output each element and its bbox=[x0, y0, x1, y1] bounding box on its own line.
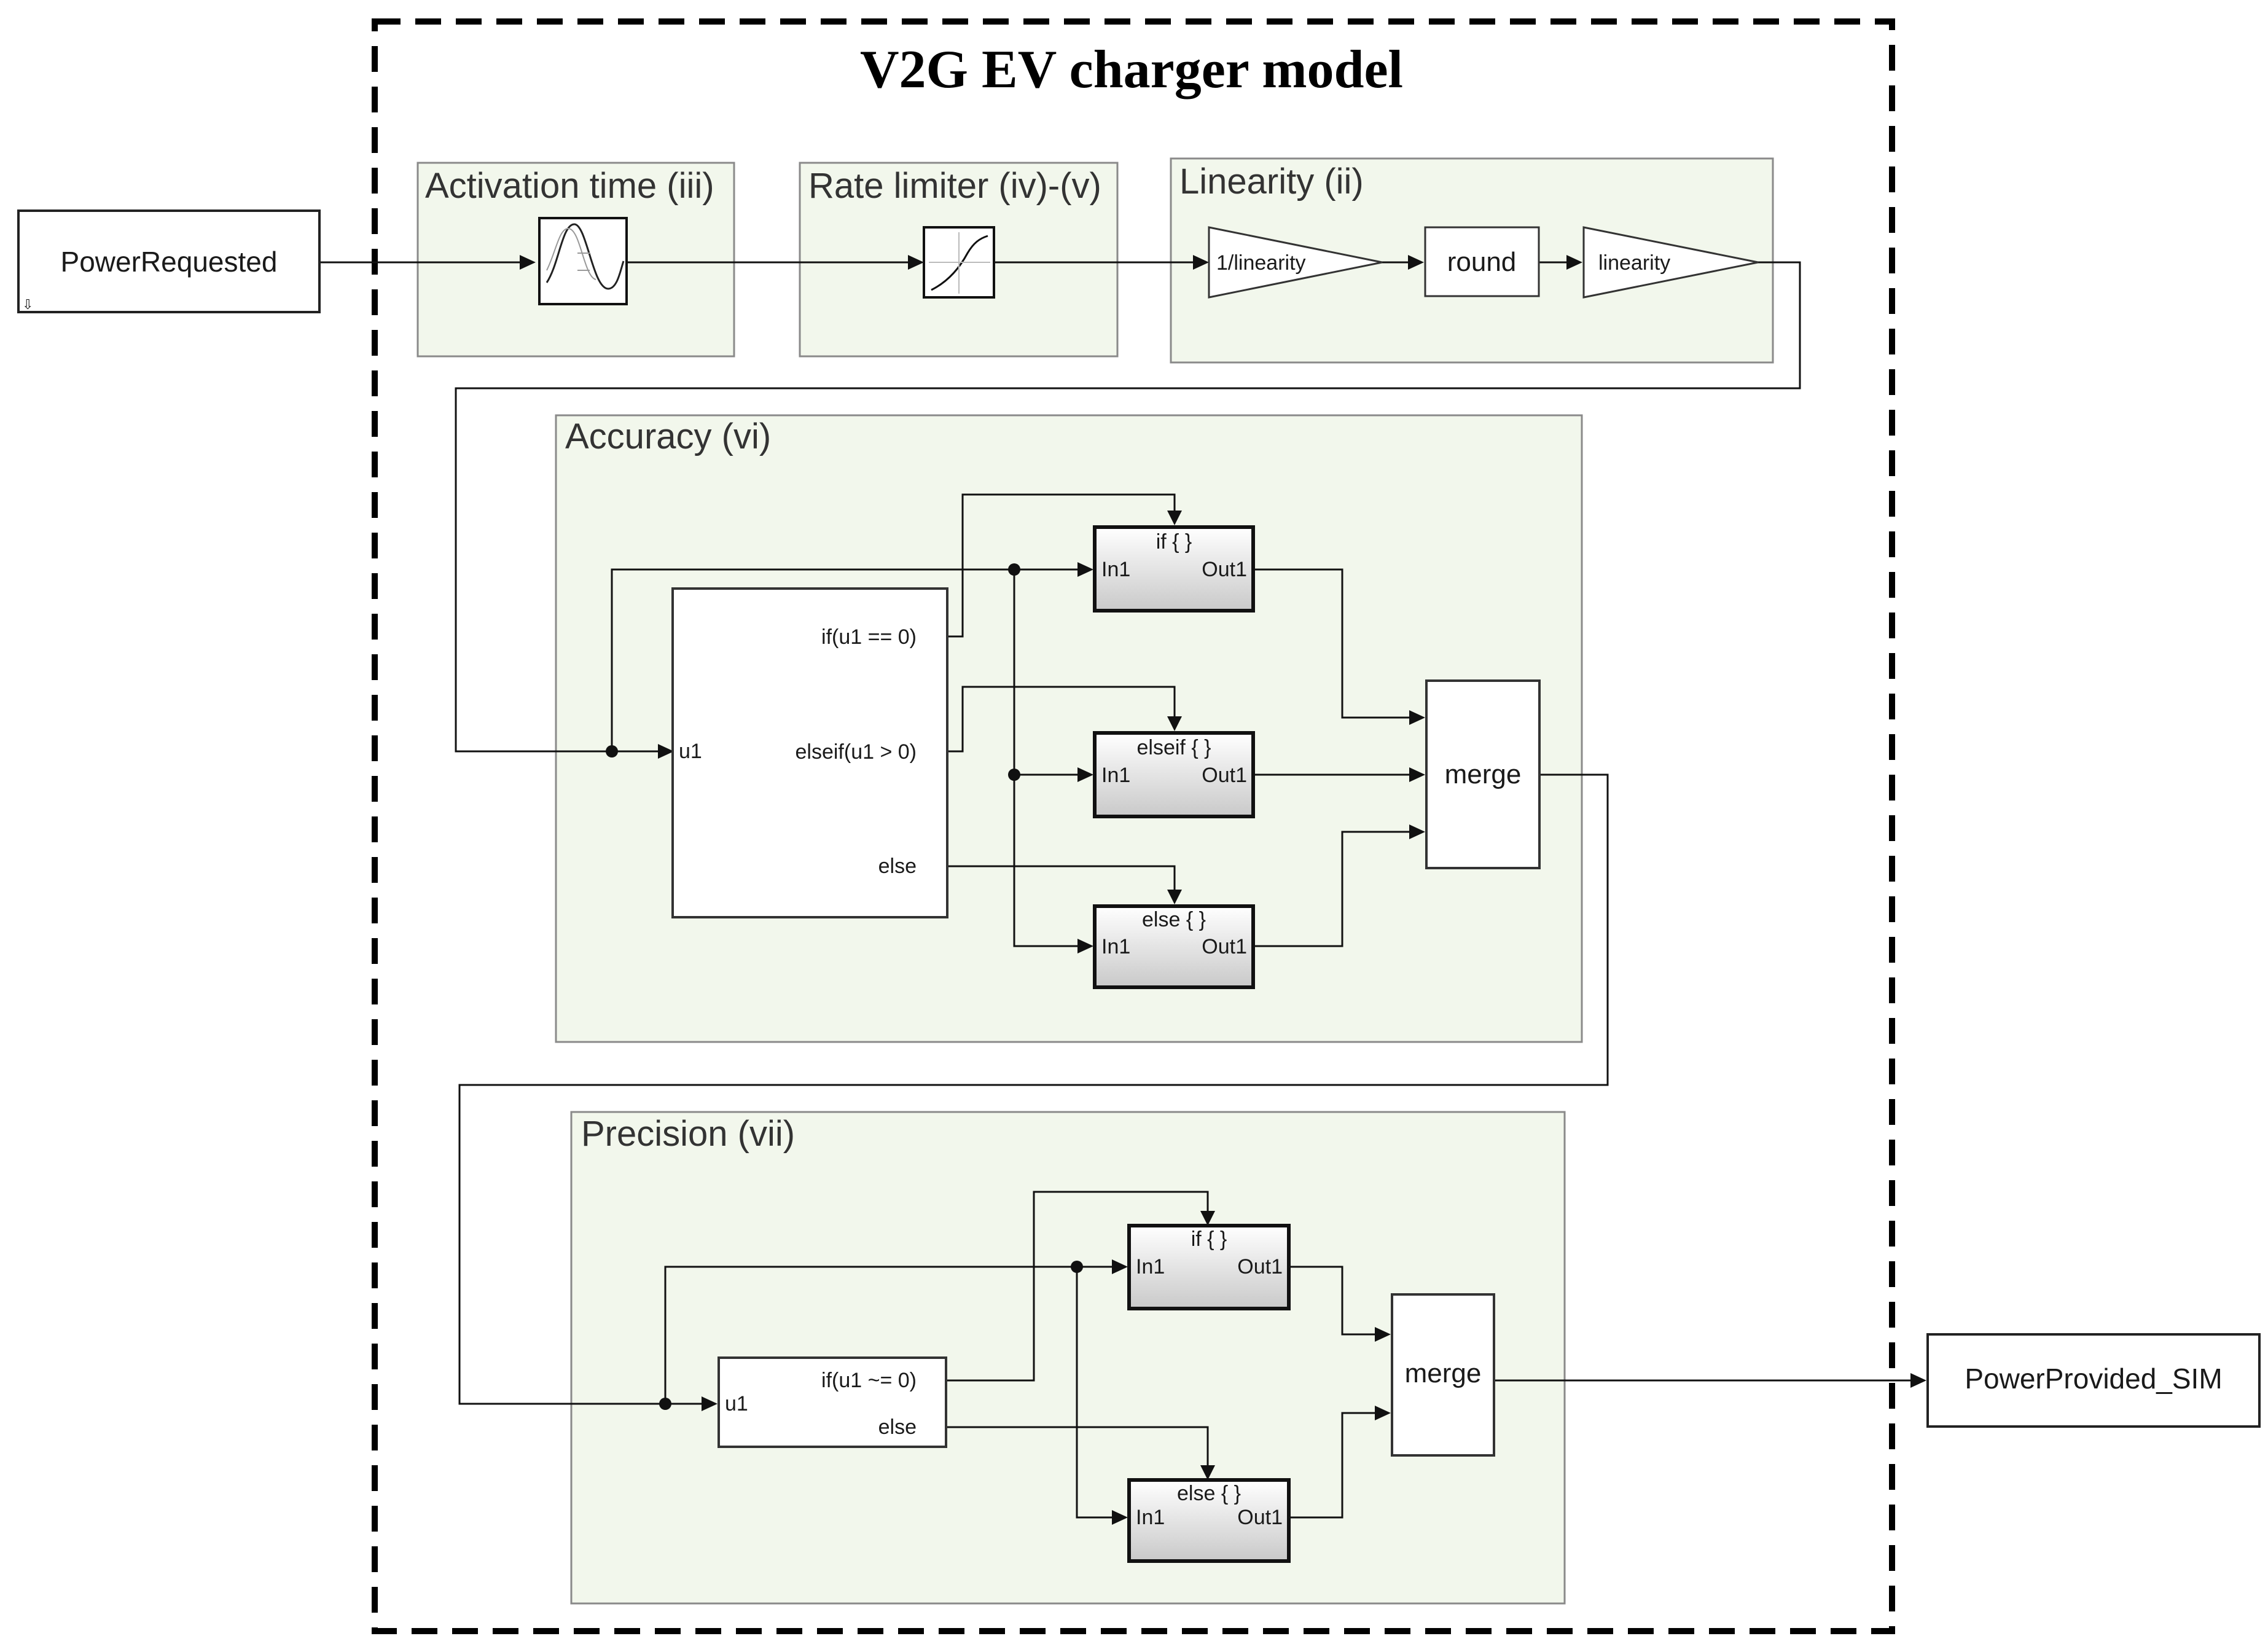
precision-if-block[interactable]: u1 if(u1 ~= 0) else bbox=[718, 1356, 947, 1448]
accuracy-cond-elseif: elseif(u1 > 0) bbox=[796, 740, 917, 764]
svg-text:In1: In1 bbox=[1136, 1255, 1165, 1278]
precision-cond-if: if(u1 ~= 0) bbox=[821, 1369, 917, 1392]
svg-text:else { }: else { } bbox=[1142, 908, 1206, 931]
accuracy-merge-block[interactable]: merge bbox=[1425, 679, 1541, 869]
svg-text:Out1: Out1 bbox=[1237, 1506, 1283, 1529]
delay-wave-icon bbox=[545, 223, 625, 290]
accuracy-action-else[interactable]: else { } In1 Out1 bbox=[1093, 904, 1255, 989]
precision-cond-else: else bbox=[878, 1415, 917, 1439]
svg-text:In1: In1 bbox=[1101, 935, 1130, 958]
svg-text:In1: In1 bbox=[1101, 764, 1130, 787]
model-boundary bbox=[372, 18, 1895, 1634]
svg-text:linearity: linearity bbox=[1598, 251, 1670, 275]
svg-text:Out1: Out1 bbox=[1202, 935, 1247, 958]
accuracy-title: Accuracy (vi) bbox=[565, 417, 771, 456]
round-block[interactable]: round bbox=[1424, 226, 1540, 297]
svg-text:elseif { }: elseif { } bbox=[1137, 736, 1211, 759]
precision-action-else[interactable]: else { } In1 Out1 bbox=[1127, 1478, 1291, 1563]
signal-wires bbox=[319, 255, 1926, 1525]
precision-title: Precision (vii) bbox=[581, 1114, 795, 1154]
precision-merge-block[interactable]: merge bbox=[1391, 1293, 1495, 1457]
gain-linearity-block[interactable]: linearity bbox=[1582, 226, 1759, 299]
power-requested-label: PowerRequested bbox=[61, 246, 278, 278]
accuracy-cond-if: if(u1 == 0) bbox=[821, 625, 917, 649]
accuracy-action-if[interactable]: if { } In1 Out1 bbox=[1093, 525, 1255, 613]
svg-text:Out1: Out1 bbox=[1202, 558, 1247, 581]
diagram-title: V2G EV charger model bbox=[860, 40, 1403, 100]
activation-time-title: Activation time (iii) bbox=[425, 166, 714, 206]
svg-text:round: round bbox=[1447, 247, 1517, 277]
power-requested-port[interactable] bbox=[17, 209, 321, 313]
activation-delay-block[interactable] bbox=[538, 217, 628, 305]
svg-text:if { }: if { } bbox=[1156, 530, 1192, 554]
svg-text:In1: In1 bbox=[1136, 1506, 1165, 1529]
svg-text:else { }: else { } bbox=[1177, 1482, 1241, 1505]
power-provided-label: PowerProvided_SIM bbox=[1965, 1363, 2222, 1395]
svg-text:1/linearity: 1/linearity bbox=[1216, 251, 1306, 275]
inport-arrow-icon: ⇩ bbox=[22, 297, 33, 312]
rate-limiter-title: Rate limiter (iv)-(v) bbox=[808, 166, 1101, 206]
accuracy-cond-else: else bbox=[878, 855, 917, 878]
svg-text:merge: merge bbox=[1405, 1358, 1482, 1388]
power-provided-port[interactable] bbox=[1926, 1333, 2261, 1428]
svg-text:if { }: if { } bbox=[1191, 1227, 1227, 1251]
linearity-title: Linearity (ii) bbox=[1179, 162, 1364, 202]
rate-limiter-block[interactable] bbox=[923, 226, 995, 299]
accuracy-action-elseif[interactable]: elseif { } In1 Out1 bbox=[1093, 731, 1255, 818]
gain-inverse-linearity-block[interactable]: 1/linearity bbox=[1208, 226, 1383, 299]
precision-action-if[interactable]: if { } In1 Out1 bbox=[1127, 1224, 1291, 1310]
accuracy-if-block[interactable]: u1 if(u1 == 0) elseif(u1 > 0) else bbox=[671, 587, 948, 918]
svg-text:Out1: Out1 bbox=[1237, 1255, 1283, 1278]
rate-limit-curve-icon bbox=[931, 235, 988, 291]
svg-text:merge: merge bbox=[1445, 759, 1522, 789]
precision-if-input-label: u1 bbox=[725, 1392, 748, 1415]
svg-text:In1: In1 bbox=[1101, 558, 1130, 581]
svg-text:Out1: Out1 bbox=[1202, 764, 1247, 787]
accuracy-if-input-label: u1 bbox=[679, 740, 702, 763]
